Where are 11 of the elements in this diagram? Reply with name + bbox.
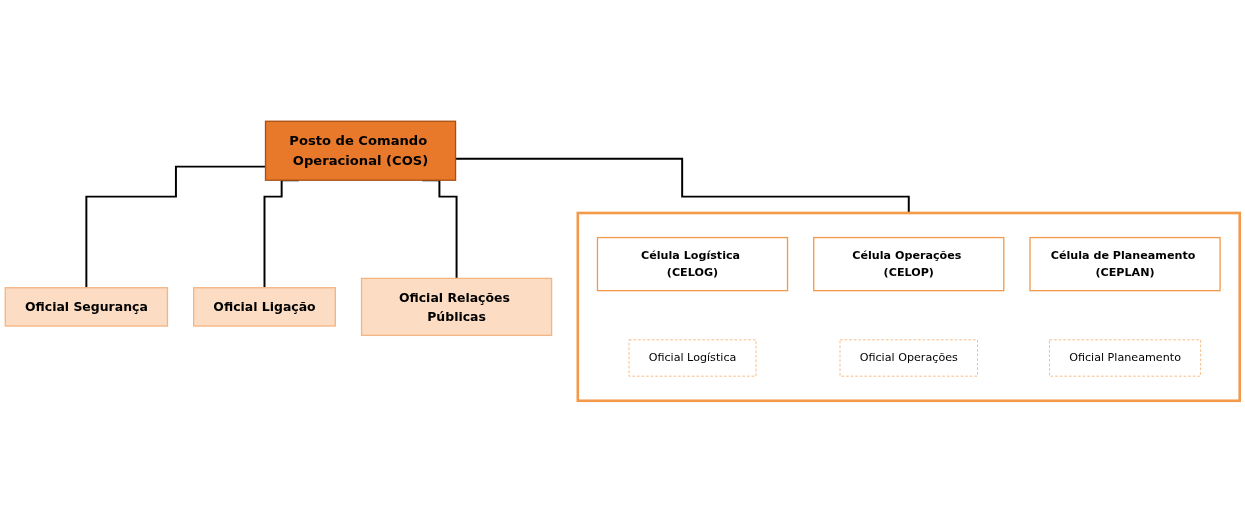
node-box: Oficial Ligação xyxy=(193,287,336,327)
node-box: Célula Logística (CELOG) xyxy=(596,236,789,292)
node-box: Célula Operações (CELOP) xyxy=(813,236,1005,292)
node-box: Oficial Operações xyxy=(839,339,978,377)
node-box: Oficial Planeamento xyxy=(1049,339,1201,377)
node-box: Posto de Comando Operacional (COS) xyxy=(264,120,457,181)
cluster xyxy=(576,211,1242,403)
node-box: Oficial Relações Públicas xyxy=(360,277,553,337)
node-box: Célula de Planeamento (CEPLAN) xyxy=(1029,236,1221,292)
node-box: Oficial Logística xyxy=(628,339,757,377)
node-box: Oficial Segurança xyxy=(4,287,169,327)
